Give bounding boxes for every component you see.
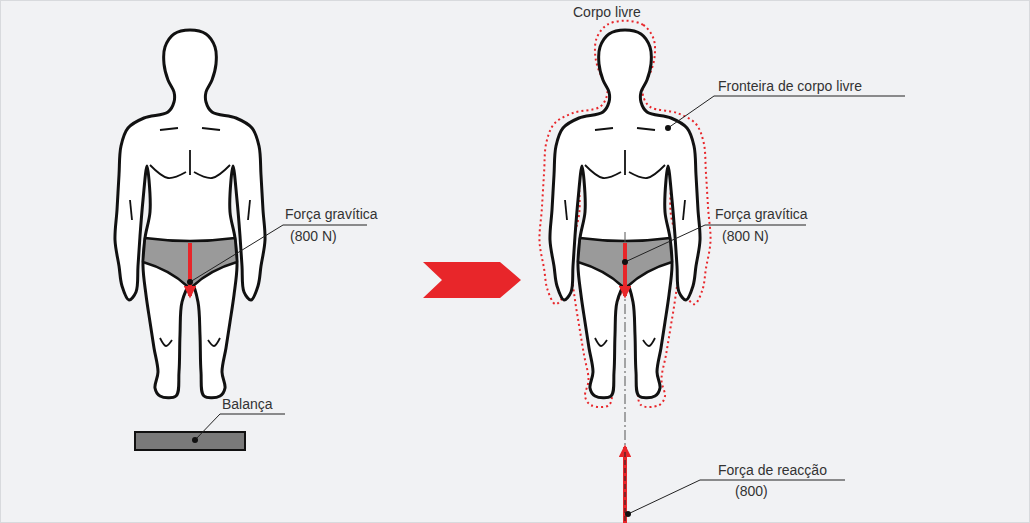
- centre-line: [625, 232, 626, 455]
- label-text: Força gravítica: [285, 206, 378, 222]
- label-text: (800 N): [290, 228, 337, 244]
- gravity-arrow: [188, 243, 192, 296]
- label-text: Força de reacção: [718, 462, 827, 478]
- label-text: (800): [735, 483, 768, 499]
- scale: [135, 432, 245, 450]
- reaction-axis: [625, 452, 626, 523]
- transition-arrow: [423, 262, 521, 298]
- leader-line: [190, 225, 367, 282]
- label-text: (800 N): [722, 228, 769, 244]
- leader-line: [625, 225, 806, 262]
- leader-dot: [192, 437, 198, 443]
- label-text: Corpo livre: [573, 4, 641, 20]
- label-text: Balança: [222, 396, 273, 412]
- leader-line: [668, 96, 905, 128]
- human-figure: [115, 30, 265, 398]
- gravity-arrow: [623, 243, 627, 296]
- label-text: Fronteira de corpo livre: [718, 78, 862, 94]
- label-text: Força gravítica: [715, 206, 808, 222]
- leader-line: [195, 414, 285, 440]
- leader-line: [628, 480, 845, 514]
- leader-dot: [622, 259, 628, 265]
- leader-dot: [625, 511, 631, 517]
- leader-dot: [187, 279, 193, 285]
- leader-dot: [665, 125, 671, 131]
